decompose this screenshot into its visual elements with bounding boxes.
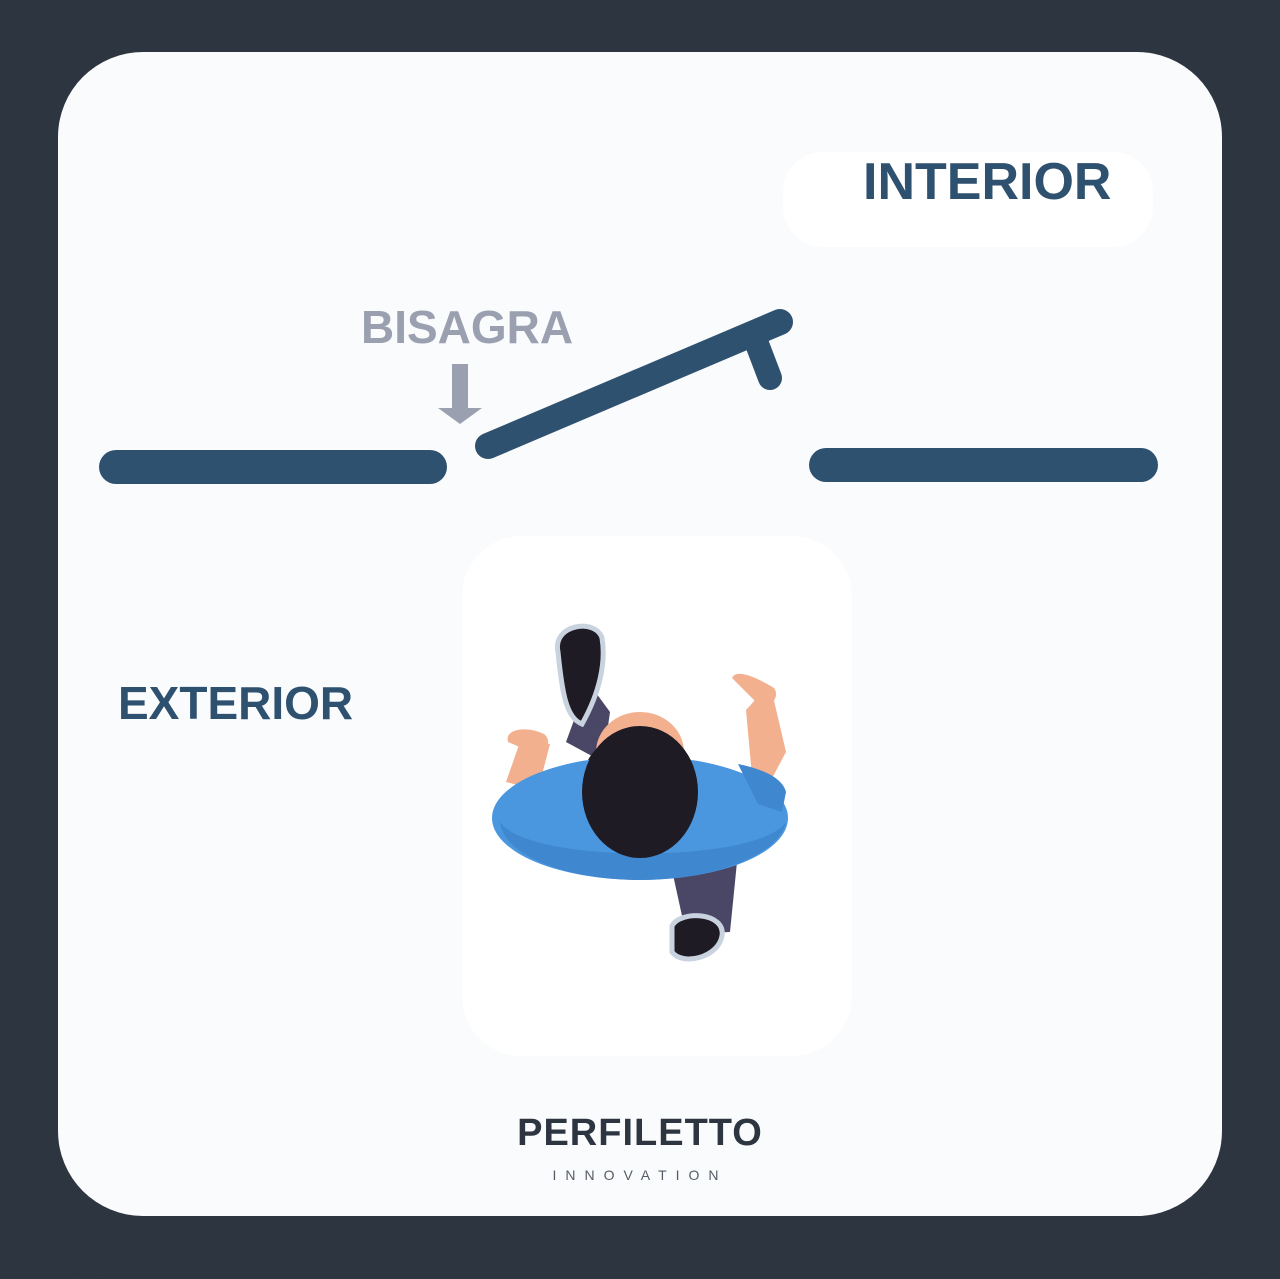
hinge-label: BISAGRA xyxy=(361,301,574,353)
door-diagram xyxy=(99,309,1158,962)
door-handle xyxy=(742,324,782,390)
person-topview-icon xyxy=(492,623,788,962)
diagram-panel: INTERIOR EXTERIOR BISAGRA PERFILETTO INN… xyxy=(58,52,1222,1216)
interior-label: INTERIOR xyxy=(863,153,1112,211)
brand-tagline: INNOVATION xyxy=(552,1167,728,1183)
brand-logo: PERFILETTO xyxy=(517,1112,763,1154)
exterior-label: EXTERIOR xyxy=(118,677,354,729)
door-leaf xyxy=(475,309,793,459)
arrow-down-icon xyxy=(438,364,482,424)
interior-label-background xyxy=(783,152,1153,247)
